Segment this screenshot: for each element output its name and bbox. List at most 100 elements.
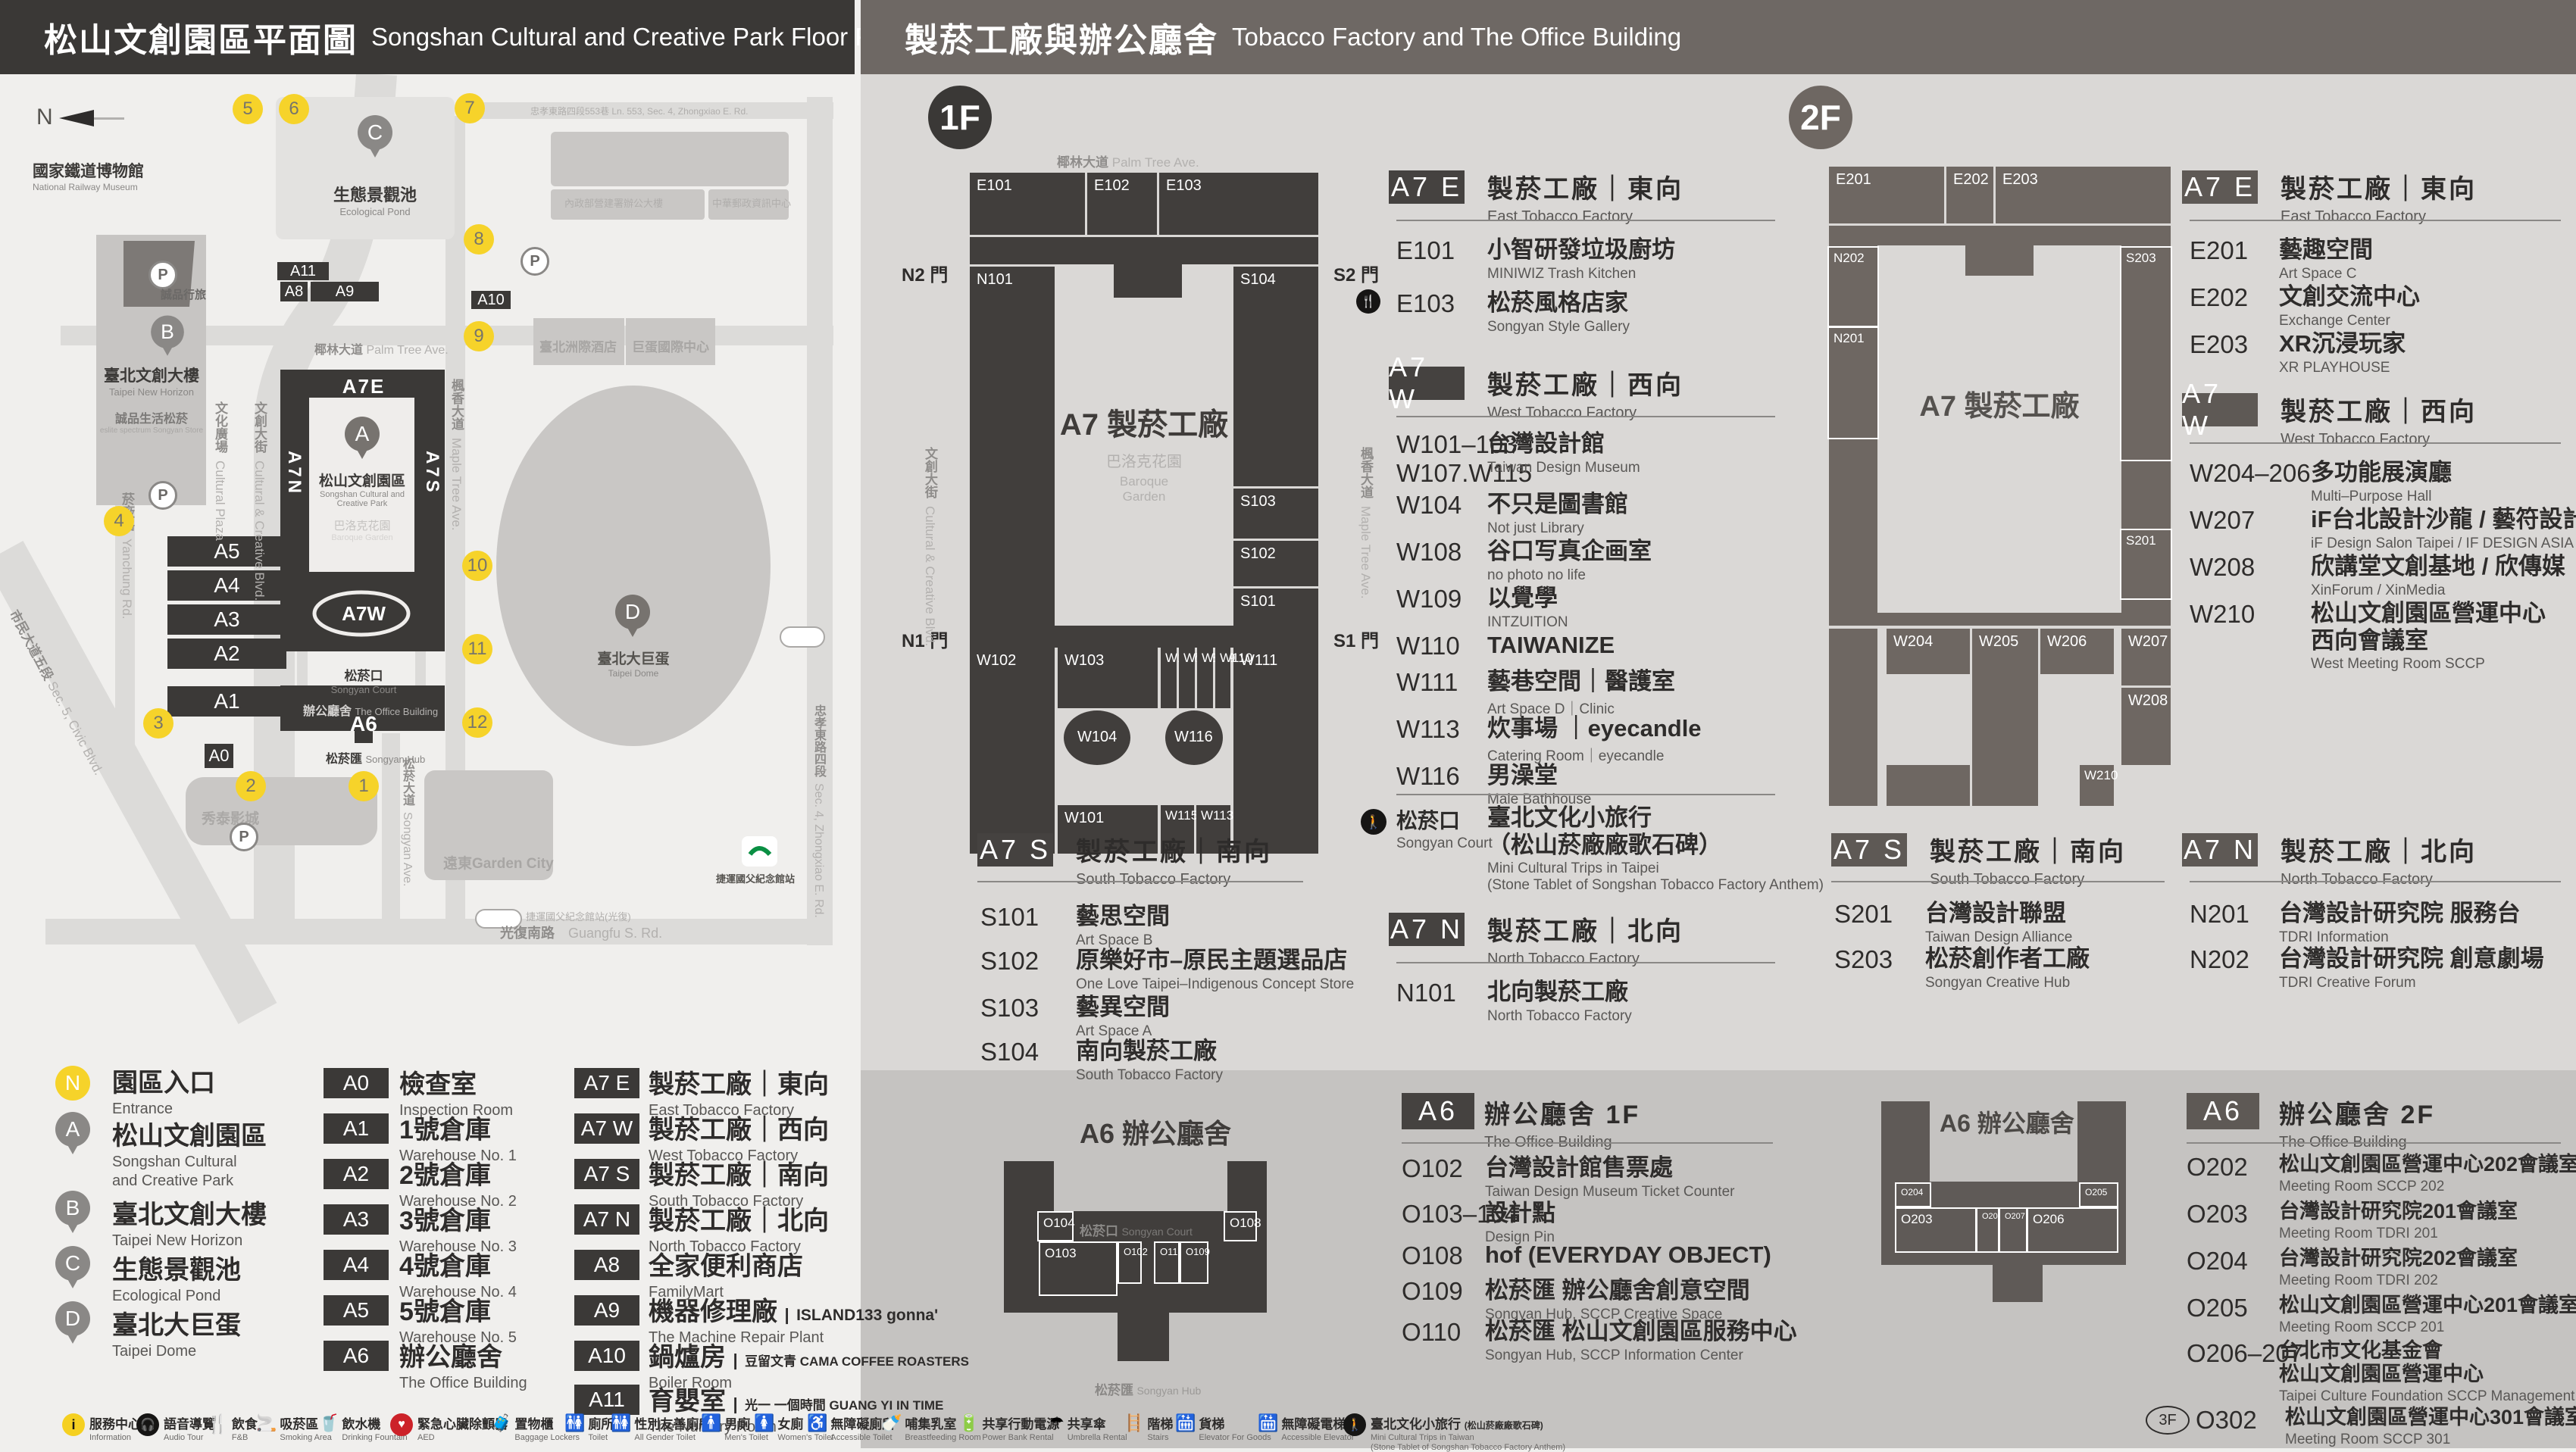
songyan-ave-label: 松菸大道 <box>401 757 414 806</box>
pond-pin: C <box>358 115 392 161</box>
floor1-a7e-box: A7 E <box>1389 170 1465 204</box>
office2-a6-box: A6 <box>2187 1093 2259 1129</box>
legend-pin-d: D <box>55 1301 90 1347</box>
taipei-dome-shape <box>496 386 771 746</box>
legend-a7e: A7 E <box>574 1068 639 1098</box>
map-a6-label: A6 <box>350 712 377 735</box>
page-title-en: Songshan Cultural and Creative Park Floo… <box>371 23 905 51</box>
block-a0: A0 <box>205 744 233 768</box>
parking-icon-4: P <box>521 247 549 276</box>
legend-a8: A8 <box>574 1250 639 1280</box>
mrt-guangfu-label: 捷運國父紀念館站(光復) <box>526 911 631 923</box>
gov-building-1: 內政部營建署辦公大樓 <box>564 198 664 209</box>
baroque-garden-label: 巴洛克花園 <box>333 520 391 532</box>
floor1-maple-ave: 楓香大道 <box>1358 447 1373 498</box>
parking-icon-2: P <box>148 481 177 510</box>
facility-cultural-trips: 🚶臺北文化小旅行 (松山菸廠廠歌石碑)Mini Cultural Trips i… <box>1343 1413 1565 1452</box>
pond-label: 生態景觀池 <box>333 186 417 205</box>
ecological-pond-area <box>276 97 455 239</box>
entrance-3: 3 <box>143 708 174 738</box>
header-right: 製菸工廠與辦公廳舍 Tobacco Factory and The Office … <box>861 0 2576 74</box>
floor1-a7s-box: A7 S <box>977 833 1053 867</box>
section-title-zh: 製菸工廠與辦公廳舍 <box>905 22 1218 59</box>
gate-n2: N2 門 <box>902 265 949 286</box>
floor2-a7w-box: A7 W <box>2182 378 2258 441</box>
legend-a3: A3 <box>324 1204 389 1235</box>
legend-entrance: N <box>55 1066 90 1101</box>
floor2-a7e-box: A7 E <box>2182 170 2258 204</box>
floor1-a7n-box: A7 N <box>1389 913 1465 946</box>
floor2-a7s-box: A7 S <box>1831 833 1907 867</box>
block-a1: A1 <box>167 686 286 717</box>
gate-s1: S1 門 <box>1333 631 1380 651</box>
entrance-12: 12 <box>462 707 492 738</box>
legend-a7n: A7 N <box>574 1204 639 1235</box>
office1-plan: 松菸口 Songyan Court O104 O108 O103 O102 O1… <box>1004 1161 1267 1397</box>
a-pin: A <box>345 417 380 462</box>
guangfu-rd-label: 光復南路 <box>500 926 555 941</box>
office1-a6-box: A6 <box>1402 1093 1474 1129</box>
taipei-dome-label: 臺北大巨蛋 <box>597 651 670 667</box>
garden-city-label: 遠東Garden City <box>443 856 554 872</box>
legend-a2: A2 <box>324 1159 389 1189</box>
block-a3: A3 <box>167 604 286 635</box>
block-a11: A11 <box>277 262 329 280</box>
block-a8: A8 <box>280 282 308 301</box>
map-a7n-label: A7N <box>284 451 305 497</box>
fnb-icon-e103: 🍴 <box>1356 289 1380 314</box>
map-a7s-label: A7S <box>422 451 442 495</box>
floor1-cultural-blvd: 文創大街 <box>923 447 937 498</box>
section-title-en: Tobacco Factory and The Office Building <box>1232 23 1682 51</box>
entrance-4: 4 <box>104 506 134 536</box>
floor1-a7w-box: A7 W <box>1389 351 1465 414</box>
office2-plan: O204 O205 O203 O202 O207 O206 <box>1881 1101 2126 1313</box>
eslite-spectrum-label: 誠品生活松菸 <box>114 413 188 426</box>
entrance-7: 7 <box>455 93 485 123</box>
entrance-1: 1 <box>349 771 379 801</box>
floor3-badge: 3F <box>2146 1406 2190 1435</box>
court-icon: 🚶 <box>1361 809 1386 835</box>
floor1-palm-ave: 椰林大道 <box>1057 155 1108 170</box>
floor1-a7-label: A7 製菸工廠 <box>1059 408 1229 442</box>
mrt-station-label: 捷運國父紀念館站 <box>716 873 796 885</box>
block-a2: A2 <box>167 639 286 669</box>
legend-a10: A10 <box>574 1341 639 1371</box>
taipei-new-horizon-label: 臺北文創大樓 <box>104 367 199 385</box>
legend-a7w: A7 W <box>574 1113 639 1144</box>
gate-n1: N1 門 <box>902 631 949 651</box>
entrance-10: 10 <box>462 551 492 581</box>
floor2-badge: 2F <box>1789 86 1852 149</box>
map-a7e-label: A7E <box>342 375 386 398</box>
eslite-hotel-label: 誠品行旅 <box>161 289 207 301</box>
lane-553-label: 忠孝東路四段553巷 Ln. 553, Sec. 4, Zhongxiao E.… <box>530 106 749 117</box>
entrance-11: 11 <box>462 634 492 664</box>
dome-intl-label: 巨蛋國際中心 <box>632 340 709 354</box>
floor1-badge: 1F <box>928 86 992 149</box>
entrance-2: 2 <box>236 771 266 801</box>
entrance-6: 6 <box>279 94 309 124</box>
cultural-plaza-label: 文化廣場 <box>213 401 227 453</box>
entrance-9: 9 <box>464 321 494 351</box>
block-a4: A4 <box>167 570 286 601</box>
block-a10: A10 <box>471 291 511 309</box>
block-a5: A5 <box>167 536 286 567</box>
floor2-plan: E201 E202 E203 N202 N201 S203 S201 W204 … <box>1827 167 2172 806</box>
legend-a11: A11 <box>574 1385 639 1415</box>
palm-ave-label: 椰林大道 <box>314 344 364 357</box>
legend-pin-c: C <box>55 1246 90 1291</box>
